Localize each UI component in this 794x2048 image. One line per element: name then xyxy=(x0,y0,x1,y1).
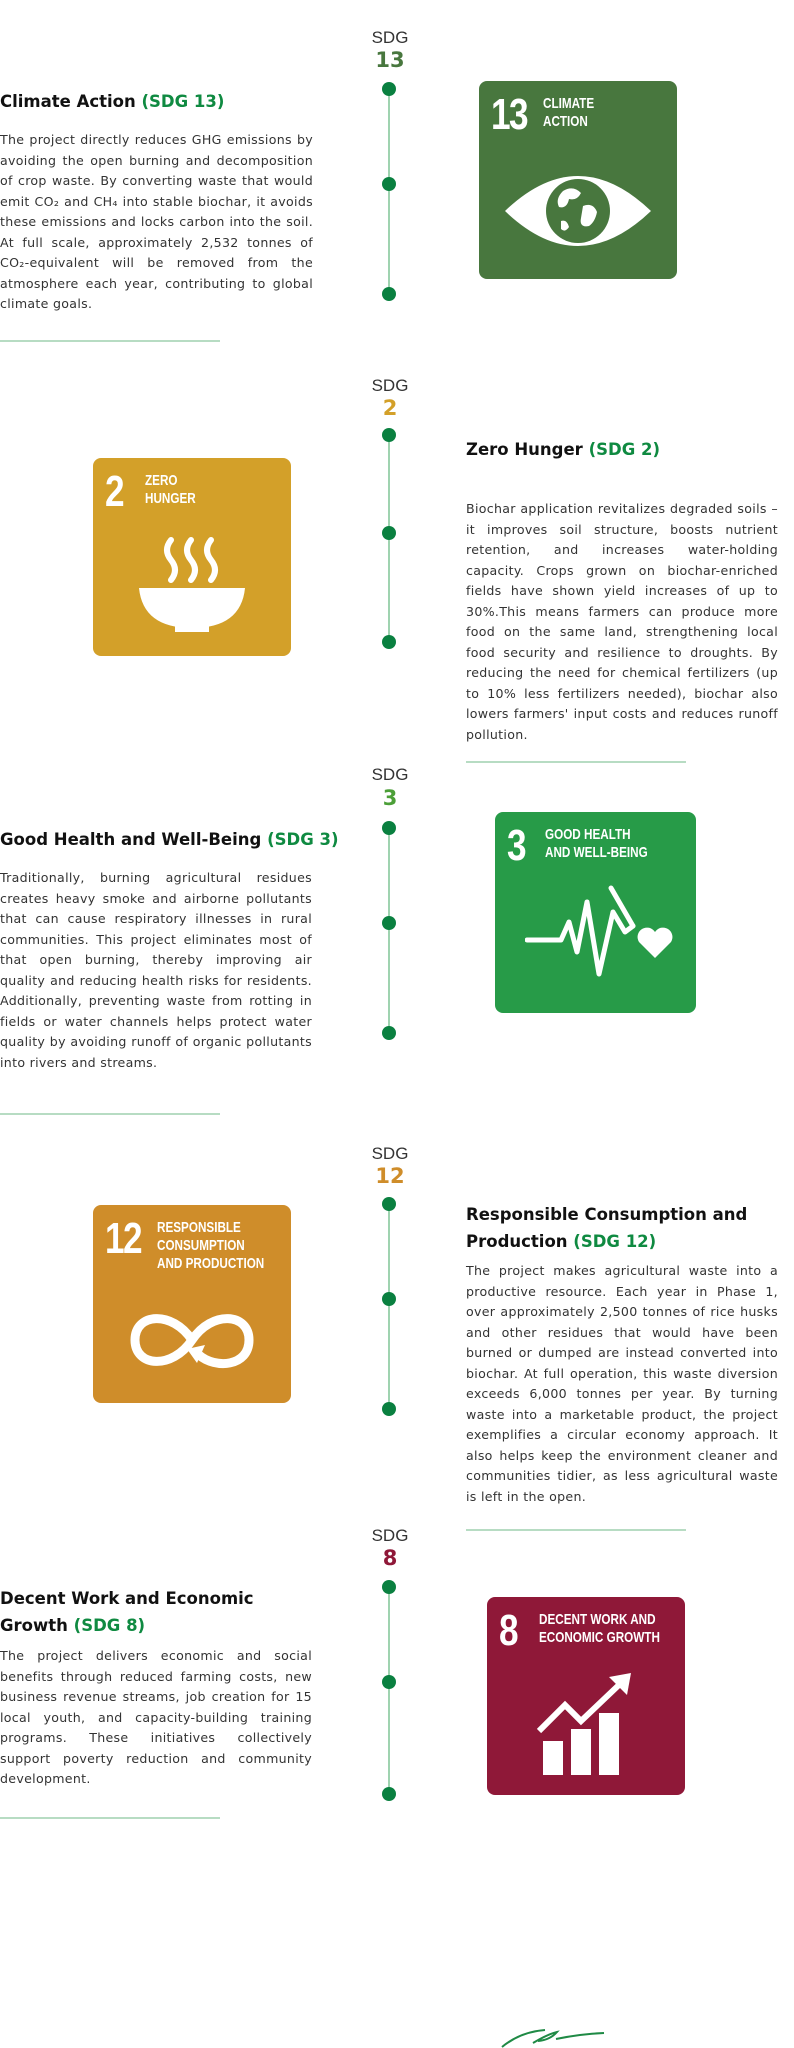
card-title: DECENT WORK AND ECONOMIC GROWTH xyxy=(539,1611,660,1646)
timeline-dot xyxy=(382,1197,396,1211)
growth-chart-icon xyxy=(537,1673,631,1775)
timeline-dot xyxy=(382,821,396,835)
card-title: CLIMATE ACTION xyxy=(543,95,595,130)
title-text: Responsible Consumption and Production xyxy=(466,1205,748,1251)
sdg-label: SDG xyxy=(371,765,409,784)
title-text: Zero Hunger xyxy=(466,440,583,459)
timeline-dot xyxy=(382,177,396,191)
sdg-number: 3 xyxy=(382,786,398,810)
timeline-dot xyxy=(382,635,396,649)
timeline-dot xyxy=(382,526,396,540)
steaming-bowl-icon xyxy=(139,537,245,632)
card-title: GOOD HEALTH AND WELL-BEING xyxy=(545,826,648,861)
sdg-3-card: 3 GOOD HEALTH AND WELL-BEING xyxy=(495,812,696,1013)
timeline-dot xyxy=(382,916,396,930)
heartbeat-icon xyxy=(525,885,673,977)
section-divider xyxy=(0,1113,220,1115)
sdg-number: 8 xyxy=(382,1546,398,1570)
section-divider xyxy=(466,1529,686,1531)
section-title: Responsible Consumption and Production (… xyxy=(466,1201,786,1255)
timeline-line xyxy=(388,89,390,294)
section-description: The project directly reduces GHG emissio… xyxy=(0,132,313,311)
card-title: RESPONSIBLE CONSUMPTION AND PRODUCTION xyxy=(157,1219,265,1272)
title-tag: (SDG 12) xyxy=(573,1232,657,1251)
sdg-label: SDG xyxy=(371,1526,409,1545)
section-divider xyxy=(466,761,686,763)
sdg-2-card: 2 ZERO HUNGER xyxy=(93,458,291,656)
title-tag: (SDG 8) xyxy=(73,1616,146,1635)
section-divider xyxy=(0,1817,220,1819)
timeline-dot xyxy=(382,428,396,442)
sdg-number: 2 xyxy=(382,396,398,420)
section-title: Zero Hunger (SDG 2) xyxy=(466,436,786,463)
timeline-dot xyxy=(382,1675,396,1689)
card-number: 13 xyxy=(491,90,529,139)
section-description: Biochar application revitalizes degraded… xyxy=(466,501,778,742)
section-title: Decent Work and Economic Growth (SDG 8) xyxy=(0,1585,320,1639)
timeline-dot xyxy=(382,82,396,96)
timeline-dot xyxy=(382,287,396,301)
section-description: The project delivers economic and social… xyxy=(0,1648,312,1786)
title-text: Good Health and Well-Being xyxy=(0,830,262,849)
card-title: ZERO HUNGER xyxy=(145,472,196,507)
infinity-loop-icon xyxy=(130,1314,254,1369)
sdg-label: SDG xyxy=(371,28,409,47)
sdg-label: SDG xyxy=(371,1144,409,1163)
title-text: Decent Work and Economic Growth xyxy=(0,1589,254,1635)
section-divider xyxy=(0,340,220,342)
timeline-dot xyxy=(382,1580,396,1594)
card-number: 12 xyxy=(105,1214,143,1263)
sdg-label: SDG xyxy=(371,376,409,395)
title-tag: (SDG 13) xyxy=(141,92,225,111)
timeline-line xyxy=(388,828,390,1033)
title-text: Climate Action xyxy=(0,92,136,111)
timeline-line xyxy=(388,1204,390,1409)
timeline-dot xyxy=(382,1026,396,1040)
timeline-dot xyxy=(382,1787,396,1801)
sdg-12-card: 12 RESPONSIBLE CONSUMPTION AND PRODUCTIO… xyxy=(93,1205,291,1403)
sdg-number: 12 xyxy=(375,1164,405,1188)
sdg-8-card: 8 DECENT WORK AND ECONOMIC GROWTH xyxy=(487,1597,685,1795)
timeline-dot xyxy=(382,1402,396,1416)
sdg-number: 13 xyxy=(375,48,405,72)
section-title: Good Health and Well-Being (SDG 3) xyxy=(0,826,340,853)
card-number: 2 xyxy=(105,467,125,516)
signature-logo-icon xyxy=(501,2029,605,2048)
section-description: Traditionally, burning agricultural resi… xyxy=(0,870,312,1070)
sdg-13-card: 13 CLIMATE ACTION xyxy=(479,81,677,279)
section-description: The project makes agricultural waste int… xyxy=(466,1263,778,1504)
eye-globe-icon xyxy=(505,176,651,246)
card-number: 3 xyxy=(507,821,527,870)
card-number: 8 xyxy=(499,1606,519,1655)
timeline-dot xyxy=(382,1292,396,1306)
section-title: Climate Action (SDG 13) xyxy=(0,88,330,115)
title-tag: (SDG 2) xyxy=(588,440,661,459)
title-tag: (SDG 3) xyxy=(267,830,339,849)
timeline-line xyxy=(388,1587,390,1794)
